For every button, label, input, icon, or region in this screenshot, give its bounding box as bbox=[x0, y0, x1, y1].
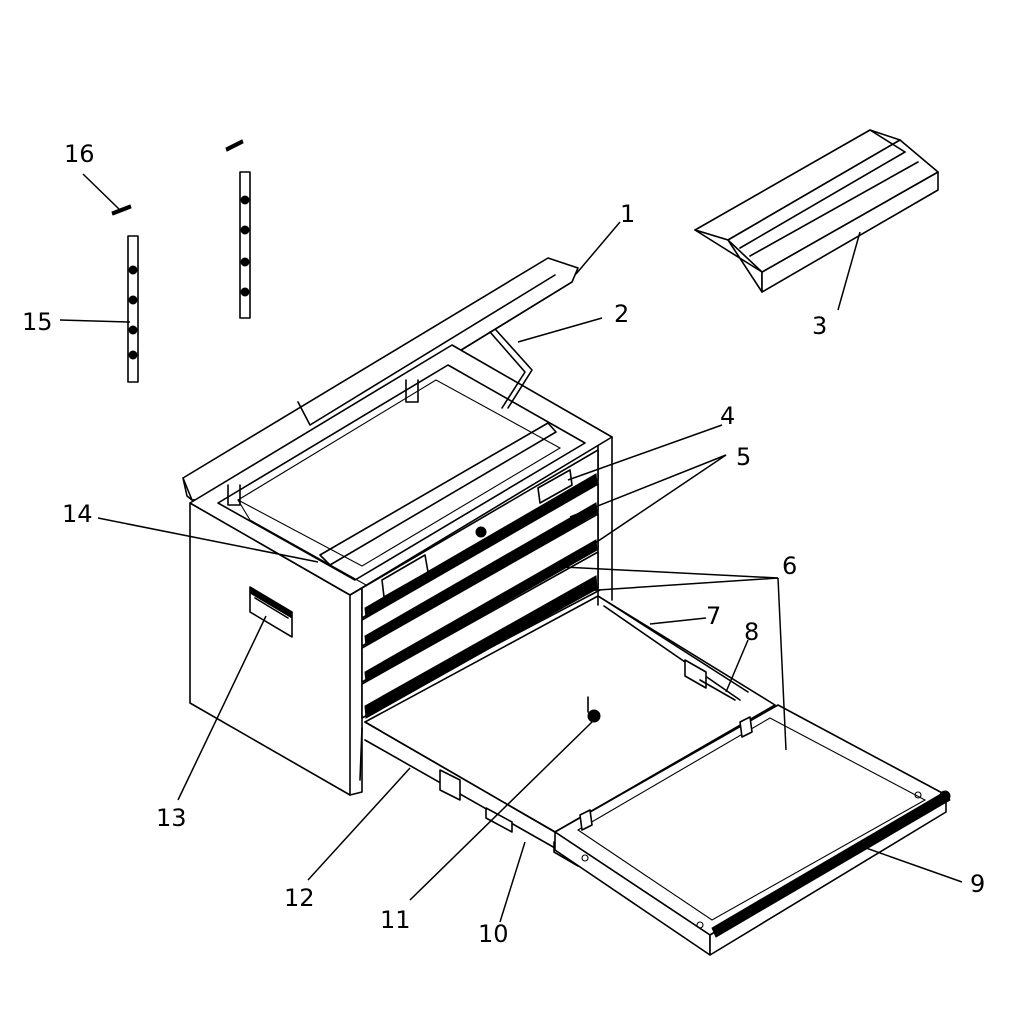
leader-lines bbox=[59, 173, 963, 923]
callout-1: 1 bbox=[620, 200, 635, 228]
callout-labels: 16 15 1 2 3 4 5 6 7 8 9 10 11 12 13 14 bbox=[22, 140, 985, 948]
callout-14: 14 bbox=[62, 500, 93, 528]
callout-5: 5 bbox=[736, 443, 751, 471]
callout-8: 8 bbox=[744, 618, 759, 646]
front-drawers bbox=[361, 449, 599, 719]
callout-7: 7 bbox=[706, 602, 721, 630]
callout-12: 12 bbox=[284, 884, 315, 912]
callout-9: 9 bbox=[970, 870, 985, 898]
callout-4: 4 bbox=[720, 402, 735, 430]
callout-3: 3 bbox=[812, 312, 827, 340]
side-handle bbox=[249, 586, 293, 638]
callout-11: 11 bbox=[380, 906, 411, 934]
chest-body bbox=[189, 344, 613, 796]
callout-16: 16 bbox=[64, 140, 95, 168]
hanging-tray bbox=[694, 129, 939, 293]
callout-13: 13 bbox=[156, 804, 187, 832]
callout-10: 10 bbox=[478, 920, 509, 948]
hinge-strips bbox=[111, 139, 251, 383]
pulled-drawer bbox=[364, 595, 951, 956]
lid-stay bbox=[489, 329, 533, 409]
callout-2: 2 bbox=[614, 300, 629, 328]
callout-15: 15 bbox=[22, 308, 53, 336]
callout-6: 6 bbox=[782, 552, 797, 580]
